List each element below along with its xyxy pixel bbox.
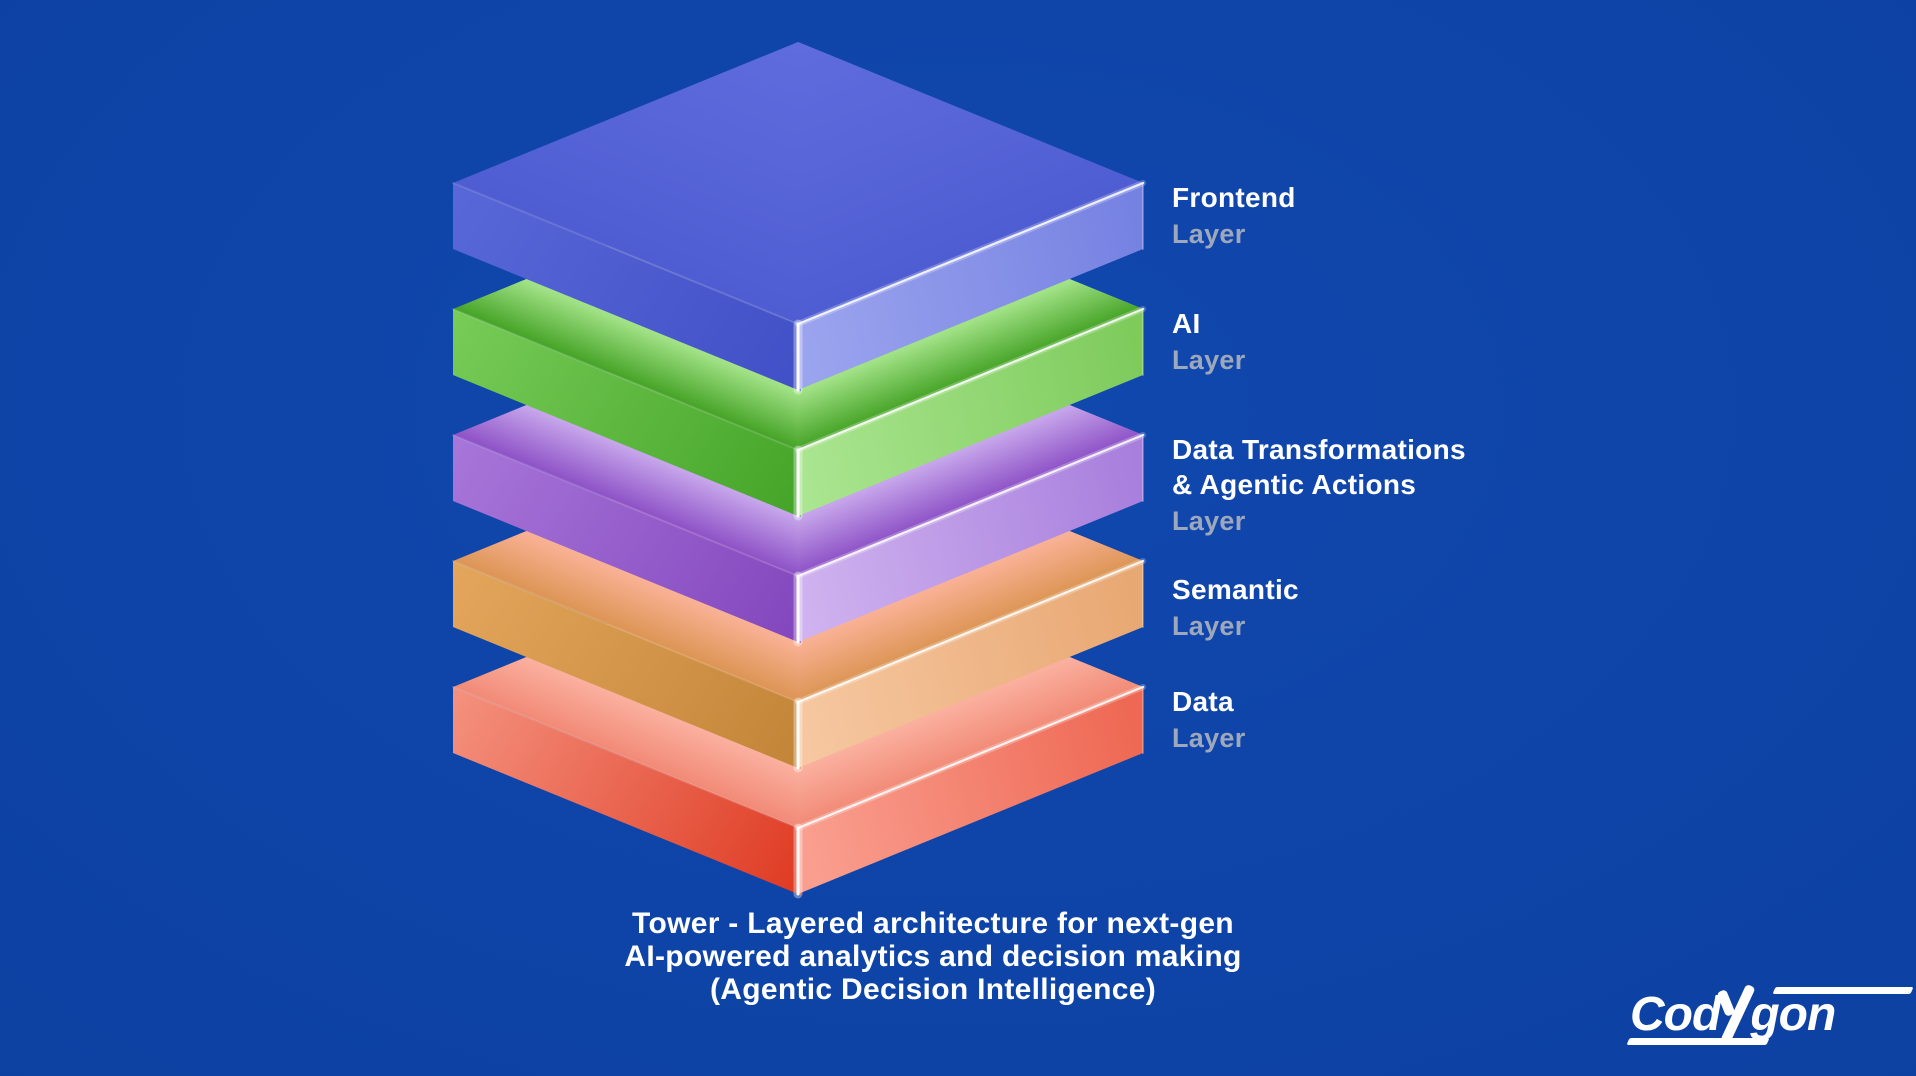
logo-part-cod: Cod [1630,988,1721,1041]
logo-part-gon: gon [1750,988,1836,1041]
caption-line-1: Tower - Layered architecture for next-ge… [632,907,1234,940]
logo-overline [1772,987,1914,994]
logo-letter-y-slash [1716,983,1756,1045]
slab-frontend [452,42,1146,395]
caption-line-2: AI-powered analytics and decision making [624,940,1242,973]
diagram-caption: Tower - Layered architecture for next-ge… [433,907,1433,1006]
caption-line-3: (Agentic Decision Intelligence) [709,973,1157,1006]
